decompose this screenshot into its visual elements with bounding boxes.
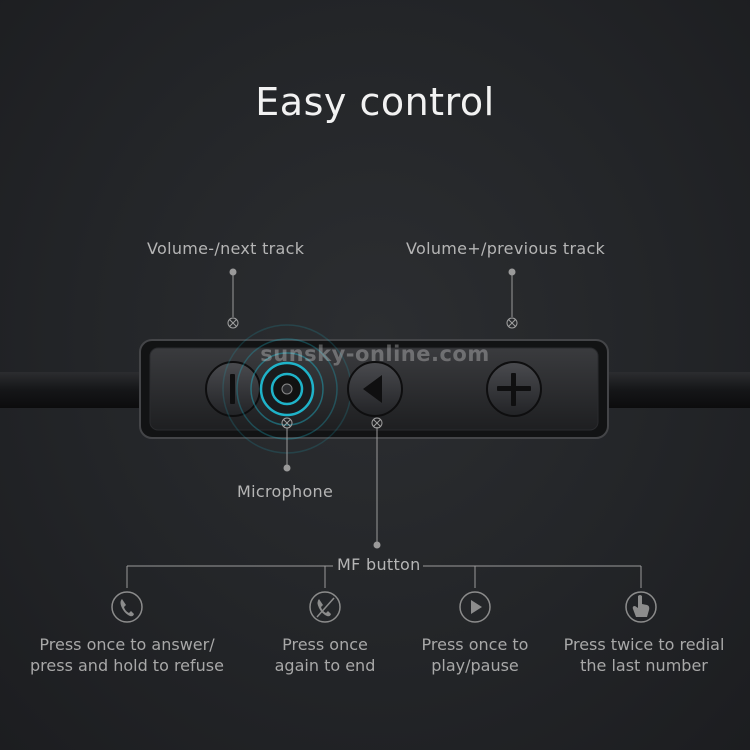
cable-right <box>605 372 750 408</box>
watermark: sunsky-online.com <box>260 342 490 366</box>
function-end-line2: again to end <box>274 656 376 675</box>
microphone-label: Microphone <box>237 482 334 501</box>
function-answer-line1: Press once to answer/ <box>39 635 215 654</box>
function-play-line1: Press once to <box>421 635 529 654</box>
tap-finger-icon <box>625 591 657 623</box>
page-title: Easy control <box>255 80 495 124</box>
callout-dots <box>229 268 516 549</box>
microphone-icon <box>222 324 352 454</box>
volume-down-button[interactable] <box>205 361 261 417</box>
phone-icon <box>111 591 143 623</box>
function-redial-line2: the last number <box>580 656 708 675</box>
function-redial: Press twice to redial the last number <box>549 634 739 676</box>
hang-up-icon <box>309 591 341 623</box>
cable-left <box>0 372 145 408</box>
mf-button[interactable] <box>347 361 403 417</box>
function-end: Press once again to end <box>245 634 405 676</box>
volume-down-label: Volume-/next track <box>147 239 305 258</box>
callout-lines <box>126 272 642 588</box>
volume-up-label: Volume+/previous track <box>406 239 606 258</box>
function-play-line2: play/pause <box>431 656 519 675</box>
mf-button-label: MF button <box>337 555 421 574</box>
function-redial-line1: Press twice to redial <box>563 635 725 654</box>
volume-up-button[interactable] <box>486 361 542 417</box>
target-markers <box>227 317 518 429</box>
function-play: Press once to play/pause <box>395 634 555 676</box>
function-end-line1: Press once <box>282 635 368 654</box>
function-answer-line2: press and hold to refuse <box>30 656 224 675</box>
play-icon <box>459 591 491 623</box>
function-answer: Press once to answer/ press and hold to … <box>27 634 227 676</box>
